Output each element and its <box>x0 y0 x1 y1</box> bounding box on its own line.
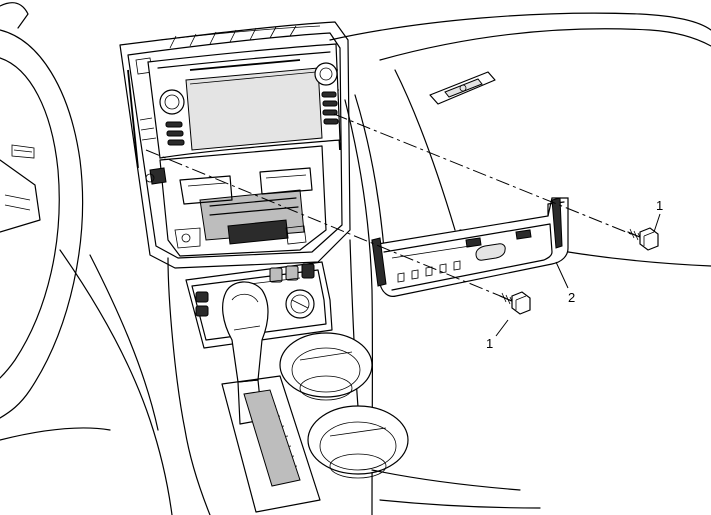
callout-bracket: 2 <box>568 290 575 305</box>
fastener-lower <box>499 291 531 315</box>
center-console <box>167 239 541 515</box>
radio-mounting-bracket <box>371 197 569 297</box>
fastener-upper <box>627 227 659 251</box>
alignment-lines <box>145 113 637 301</box>
leader-lines <box>495 213 661 337</box>
steering-wheel <box>0 2 84 419</box>
radio-cavity <box>145 145 327 257</box>
radio-unit <box>147 25 341 159</box>
callout-fastener-lower: 1 <box>486 336 493 351</box>
callout-fastener-upper: 1 <box>656 198 663 213</box>
lower-left-trim <box>0 249 173 515</box>
